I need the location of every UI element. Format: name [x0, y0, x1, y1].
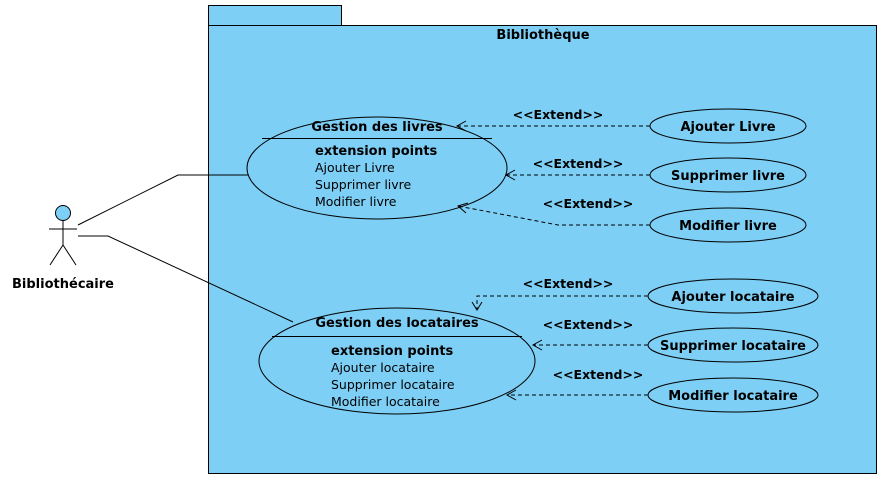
use-case-modifier-livre[interactable]: Modifier livre	[649, 207, 807, 243]
use-case-label: Supprimer livre	[671, 169, 785, 184]
use-case-modifier-locataire[interactable]: Modifier locataire	[647, 377, 819, 413]
actor-bibliothecaire[interactable]	[49, 205, 77, 266]
use-case-label: Ajouter Livre	[680, 120, 775, 135]
use-case-ajouter-locataire[interactable]: Ajouter locataire	[647, 278, 819, 314]
association-locataires	[78, 235, 294, 323]
actor-head	[55, 205, 71, 221]
extend-modifier-livre	[456, 202, 650, 226]
extension-points-header: extension points	[331, 344, 454, 359]
use-case-title: Gestion des livres	[311, 120, 443, 135]
extend-supprimer-livre	[504, 169, 650, 181]
use-case-label: Supprimer locataire	[660, 339, 806, 354]
extend-modifier-locataire	[505, 389, 648, 401]
use-case-gestion-locataires[interactable]: Gestion des locataires extension points …	[258, 307, 536, 415]
use-case-label: Modifier locataire	[668, 389, 798, 404]
extension-points-header: extension points	[315, 144, 438, 159]
use-case-supprimer-locataire[interactable]: Supprimer locataire	[647, 327, 819, 363]
extension-point: Supprimer livre	[315, 177, 412, 192]
extend-label: <<Extend>>	[533, 156, 624, 171]
extension-point: Modifier livre	[315, 194, 397, 209]
extension-point: Supprimer locataire	[331, 377, 455, 392]
extension-point: Modifier locataire	[331, 394, 440, 409]
extend-supprimer-locataire	[531, 339, 648, 351]
extend-label: <<Extend>>	[523, 276, 614, 291]
extend-label: <<Extend>>	[543, 317, 634, 332]
use-case-gestion-livres[interactable]: Gestion des livres extension points Ajou…	[246, 116, 508, 220]
use-case-title: Gestion des locataires	[315, 316, 479, 331]
use-case-label: Ajouter locataire	[671, 290, 794, 305]
package-tab	[208, 5, 342, 26]
extend-label: <<Extend>>	[513, 107, 604, 122]
use-case-ajouter-livre[interactable]: Ajouter Livre	[649, 108, 807, 144]
use-case-supprimer-livre[interactable]: Supprimer livre	[649, 157, 807, 193]
extend-ajouter-livre	[455, 120, 650, 132]
extend-label: <<Extend>>	[553, 367, 644, 382]
actor-name: Bibliothécaire	[12, 277, 114, 292]
system-title: Bibliothèque	[496, 28, 589, 43]
extension-point: Ajouter Livre	[315, 160, 395, 175]
extension-point: Ajouter locataire	[331, 360, 435, 375]
association-livres	[77, 174, 250, 226]
extend-label: <<Extend>>	[543, 196, 634, 211]
extend-ajouter-locataire	[471, 295, 648, 311]
use-case-label: Modifier livre	[679, 219, 777, 234]
